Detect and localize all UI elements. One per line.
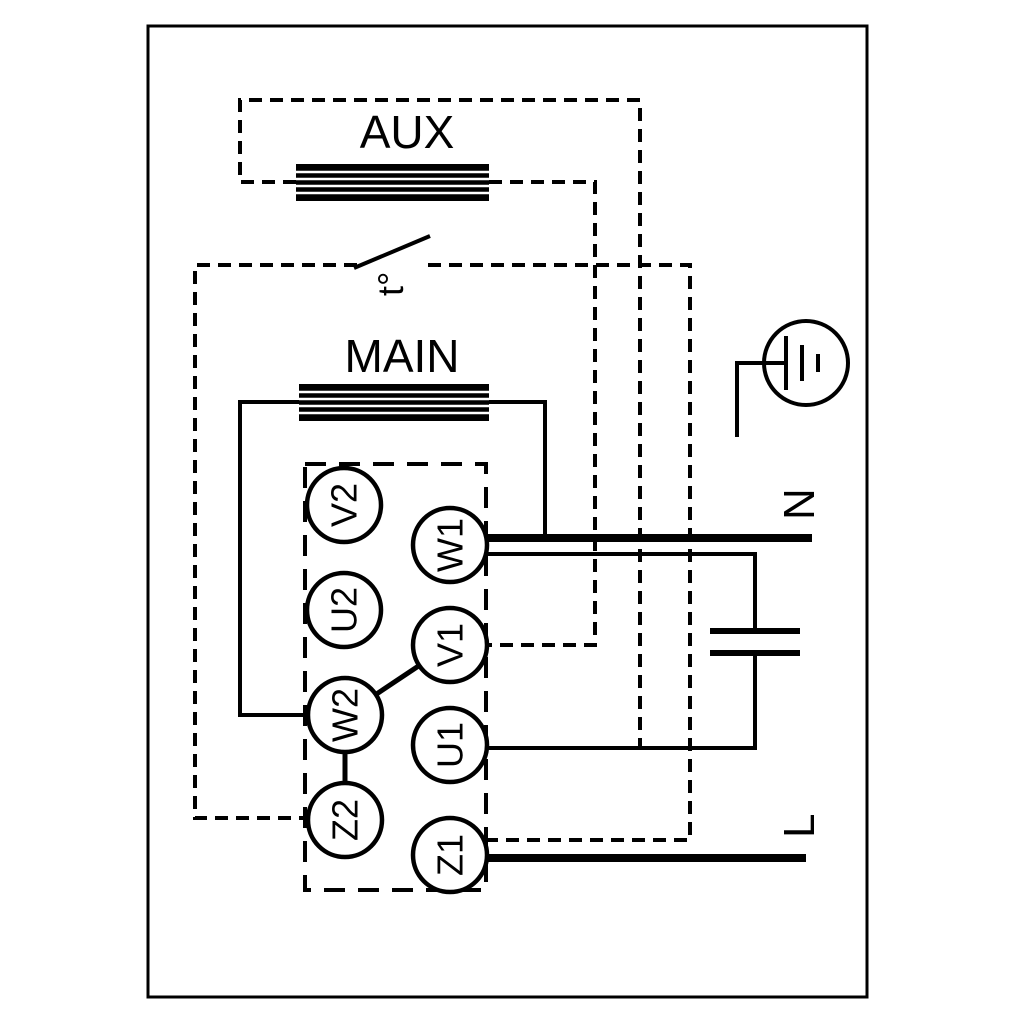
diagram-frame — [146, 24, 869, 999]
terminal-w2-circle — [305, 675, 385, 755]
terminal-z1: Z1 — [410, 815, 490, 895]
main-wire-right — [489, 400, 547, 538]
aux-winding-label: AUX — [360, 106, 455, 158]
thermal-switch-blade — [353, 234, 431, 270]
capacitor-wire-top — [486, 552, 757, 631]
terminal-u2-circle — [304, 570, 384, 650]
terminal-v2-label: V2 — [324, 483, 365, 527]
terminal-u1: U1 — [410, 705, 490, 785]
aux-wire-left — [238, 98, 642, 748]
terminal-v2-circle — [304, 465, 384, 545]
terminal-z1-circle — [410, 815, 490, 895]
capacitor-wire-bottom — [487, 653, 757, 750]
terminal-w1-label: W1 — [430, 518, 471, 572]
aux-winding-coil — [296, 164, 489, 201]
terminal-v2: V2 — [304, 465, 384, 545]
main-winding-label: MAIN — [345, 330, 460, 382]
terminal-u2-label: U2 — [324, 587, 365, 633]
terminal-z2: Z2 — [305, 780, 385, 860]
neutral-label: N — [775, 488, 824, 520]
ground-circle — [762, 319, 850, 407]
terminal-z2-circle — [305, 780, 385, 860]
terminal-w2: W2 — [305, 675, 385, 755]
terminal-block — [303, 462, 488, 892]
terminal-v1: V1 — [410, 605, 490, 685]
terminal-z1-label: Z1 — [430, 834, 471, 876]
ground-lead — [735, 361, 786, 437]
terminal-v1-circle — [410, 605, 490, 685]
terminal-z2-label: Z2 — [325, 799, 366, 841]
main-winding-coil — [299, 384, 489, 421]
main-winding: MAIN — [299, 330, 489, 421]
capacitor — [710, 628, 800, 656]
terminal-u1-circle — [410, 705, 490, 785]
terminal-w1: W1 — [410, 505, 490, 585]
aux-wire-right — [487, 180, 597, 647]
terminal-u2: U2 — [304, 570, 384, 650]
terminal-u1-label: U1 — [430, 722, 471, 768]
main-wire-left — [238, 400, 310, 717]
ground-symbol — [735, 319, 850, 437]
terminal-v1-label: V1 — [430, 623, 471, 667]
terminal-w2-label: W2 — [325, 688, 366, 742]
terminal-w1-circle — [410, 505, 490, 585]
live-label: L — [775, 814, 824, 838]
aux-winding: AUX — [296, 106, 489, 201]
thermal-switch-label: t° — [370, 272, 411, 296]
